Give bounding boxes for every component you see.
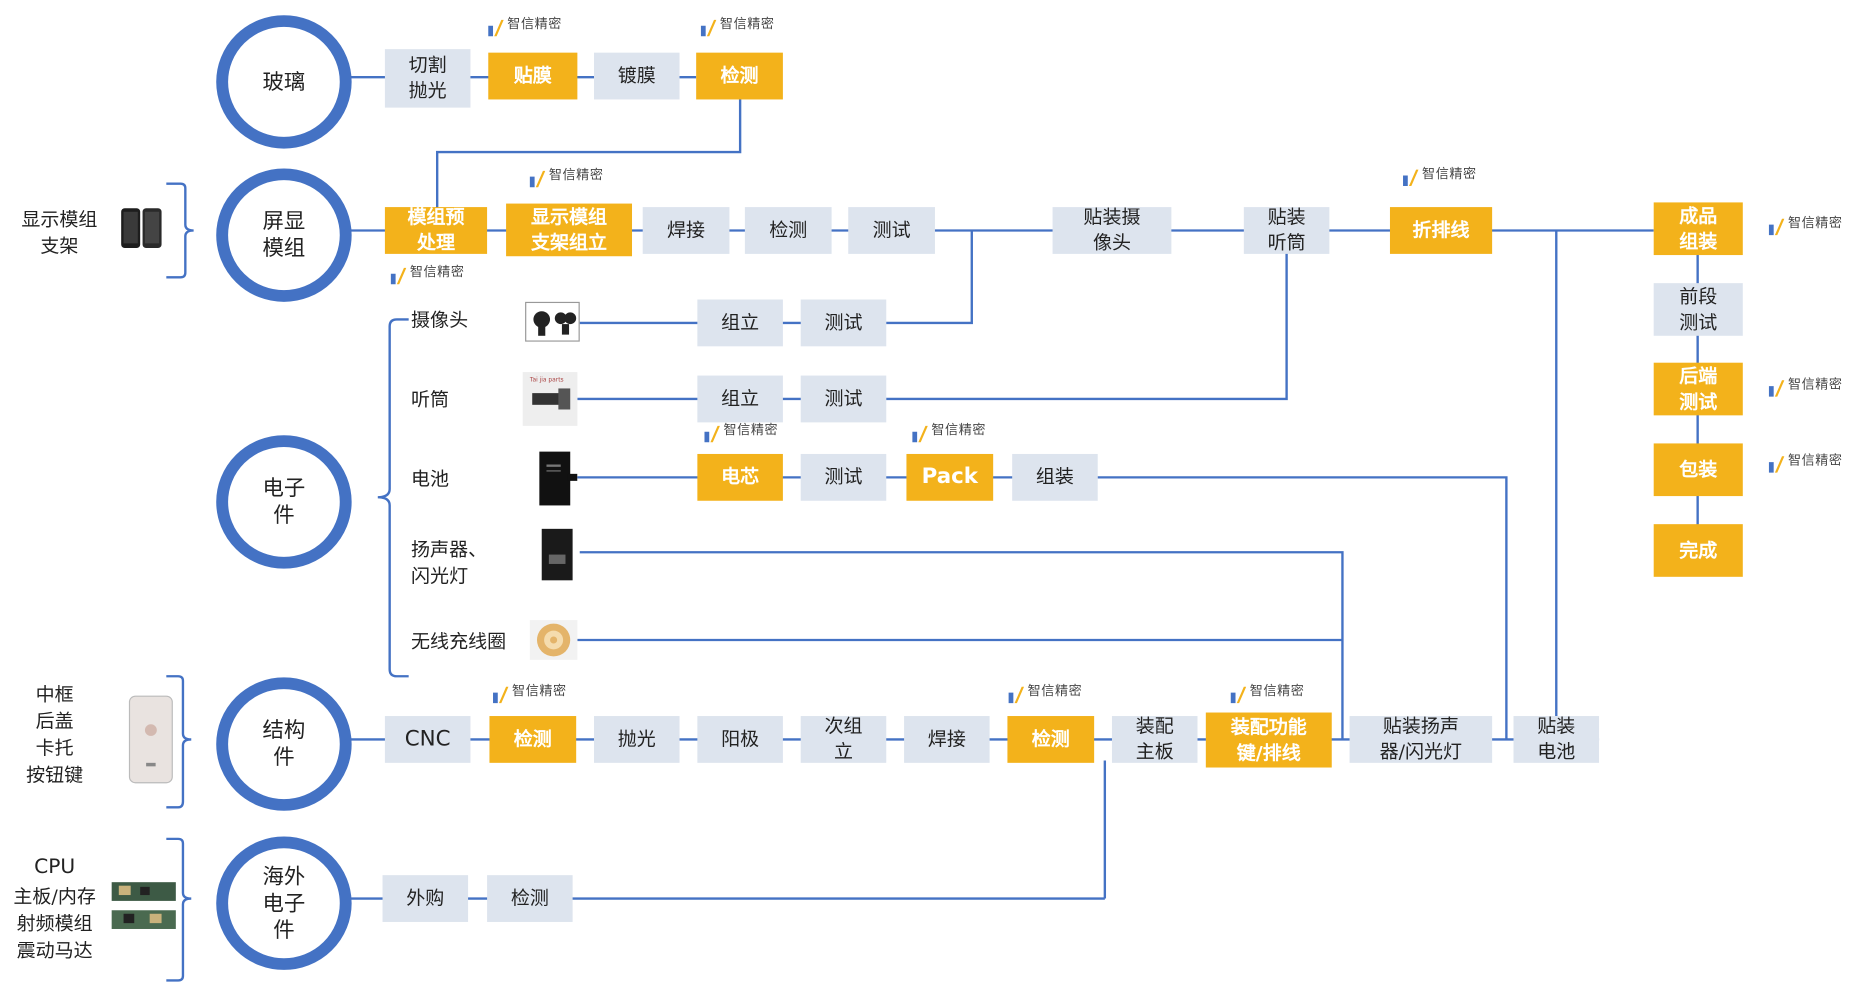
zhixin-logo-icon — [700, 19, 717, 36]
step-structural-polish: 抛光 — [594, 716, 680, 763]
step-battery-assemble: 组装 — [1012, 453, 1098, 501]
phone-back-thumbnail — [127, 695, 175, 784]
component-speaker-flash-label: 扬声器、 闪光灯 — [411, 538, 488, 588]
overseas-cpu-label: CPU — [34, 855, 76, 879]
battery-thumbnail — [537, 450, 578, 506]
step-mount-mainboard: 装配 主板 — [1111, 715, 1198, 763]
step-complete: 完成 — [1653, 524, 1743, 577]
category-electronic-parts: 电子 件 — [216, 435, 352, 569]
step-cnc: CNC — [384, 716, 471, 763]
category-display-module: 屏显 模组 — [216, 168, 352, 302]
brand-logo: 智信精密​ — [492, 684, 567, 704]
step-overseas-inspect: 检测 — [487, 875, 573, 922]
camera-thumbnail — [525, 301, 580, 342]
step-structural-inspect-2: 检测 — [1007, 716, 1095, 763]
zhixin-logo-icon — [1403, 169, 1419, 186]
step-glass-coating: 镀膜 — [594, 52, 680, 100]
component-earpiece-label: 听筒 — [411, 388, 450, 411]
zhixin-logo-icon — [390, 267, 407, 284]
zhixin-logo-icon — [1768, 455, 1785, 473]
component-battery-label: 电池 — [411, 467, 450, 491]
wireless-coil-image — [536, 623, 571, 657]
brand-logo: 智信精密​ — [1402, 167, 1477, 187]
zhixin-logo-icon — [1768, 379, 1785, 397]
step-glass-film: 贴膜 — [488, 52, 578, 100]
step-back-end-test: 后端 测试 — [1653, 362, 1743, 416]
step-glass-cut-polish: 切割 抛光 — [384, 49, 471, 108]
phone-back-image — [128, 695, 173, 784]
brand-logo: 智信精密​ — [1768, 453, 1843, 474]
step-packaging: 包装 — [1653, 443, 1743, 497]
zhixin-logo-icon — [1230, 686, 1247, 703]
camera-image — [533, 311, 577, 336]
phone-screen-image — [121, 208, 162, 249]
step-fold-flex-cable: 折排线 — [1389, 207, 1493, 254]
svg-text:Tai jia parts: Tai jia parts — [529, 377, 564, 383]
step-display-bracket-assembly: 显示模组 支架组立 — [506, 203, 633, 257]
category-structural-parts: 结构 件 — [216, 677, 352, 811]
mainboard-thumbnail — [109, 877, 178, 936]
brand-logo: 智信精密​ — [1007, 684, 1082, 704]
step-anodize: 阳极 — [697, 716, 783, 763]
step-sub-assembly: 次组 立 — [800, 715, 887, 763]
battery-image — [539, 451, 578, 506]
step-battery-test: 测试 — [800, 453, 887, 501]
step-final-assembly: 成品 组装 — [1653, 202, 1743, 256]
component-wireless-coil-label: 无线充线圈 — [411, 630, 507, 653]
zhixin-logo-icon — [1768, 218, 1785, 235]
brand-logo: 智信精密​ — [529, 168, 604, 188]
category-glass: 玻璃 — [216, 15, 352, 149]
step-mount-battery: 贴装 电池 — [1513, 715, 1600, 763]
earpiece-thumbnail: Tai jia parts — [522, 372, 578, 426]
display-module-bracket-label: 显示模组 支架 — [21, 208, 98, 258]
step-camera-test: 测试 — [800, 299, 887, 347]
step-earpiece-assemble: 组立 — [697, 375, 783, 423]
brand-logo: 智信精密​ — [487, 17, 562, 38]
earpiece-image: Tai jia parts — [529, 377, 571, 410]
brand-logo: 智信精密​ — [703, 423, 778, 444]
speaker-thumbnail — [537, 527, 580, 583]
overseas-parts-label: 主板/内存 射频模组 震动马达 — [13, 885, 96, 962]
brand-logo: 智信精密​ — [1230, 684, 1305, 704]
step-structural-inspect: 检测 — [489, 716, 577, 763]
phone-screen-thumbnail — [116, 206, 171, 253]
brand-logo: 智信精密​ — [1768, 216, 1843, 236]
zhixin-logo-icon — [704, 425, 720, 442]
structural-parts-label: 中框 后盖 卡托 按钮键 — [26, 683, 84, 787]
zhixin-logo-icon — [493, 686, 509, 703]
step-camera-assemble: 组立 — [697, 299, 783, 347]
mainboard-image — [111, 882, 176, 929]
speaker-image — [541, 528, 573, 581]
zhixin-logo-icon — [1008, 686, 1025, 703]
zhixin-logo-icon — [529, 170, 546, 187]
step-mount-camera: 贴装摄 像头 — [1052, 206, 1172, 254]
wireless-coil-thumbnail — [529, 620, 578, 660]
zhixin-logo-icon — [912, 425, 928, 442]
brand-logo: 智信精密​ — [700, 17, 775, 38]
step-outsource: 外购 — [382, 875, 469, 922]
step-front-end-test: 前段 测试 — [1653, 283, 1743, 336]
brand-logo: 智信精密​ — [911, 423, 986, 444]
brand-logo: 智信精密​ — [390, 265, 465, 286]
step-structural-weld: 焊接 — [904, 716, 990, 763]
step-mount-speaker-flash: 贴装扬声 器/闪光灯 — [1349, 715, 1493, 763]
step-display-test: 测试 — [848, 207, 935, 254]
step-display-inspect: 检测 — [744, 207, 832, 254]
step-mount-earpiece: 贴装 听筒 — [1243, 206, 1330, 254]
category-overseas-electronics: 海外 电子 件 — [216, 836, 352, 970]
step-module-preprocess: 模组预 处理 — [384, 206, 488, 254]
step-earpiece-test: 测试 — [800, 375, 887, 423]
zhixin-logo-icon — [488, 19, 504, 36]
step-display-weld: 焊接 — [642, 207, 730, 254]
brand-logo: 智信精密​ — [1768, 377, 1843, 398]
step-battery-pack: Pack — [906, 453, 994, 501]
step-function-keys-flex: 装配功能 键/排线 — [1205, 712, 1332, 768]
step-glass-inspect: 检测 — [696, 52, 783, 100]
component-camera-label: 摄像头 — [411, 308, 469, 332]
step-battery-cell: 电芯 — [697, 453, 783, 501]
